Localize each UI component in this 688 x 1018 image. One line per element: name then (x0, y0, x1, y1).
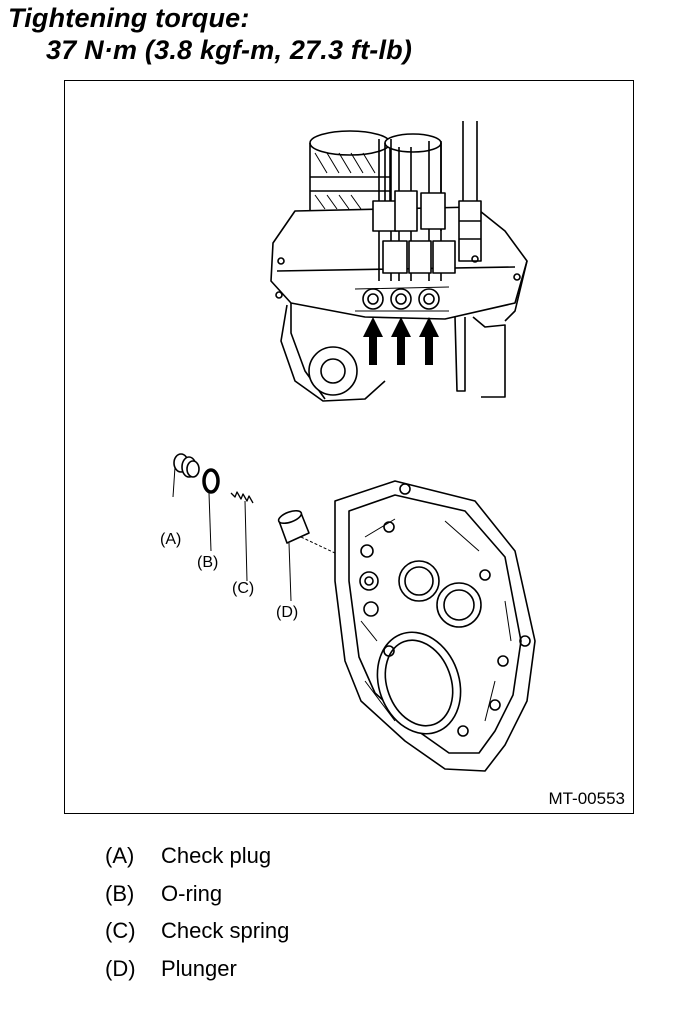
callout-a: (A) (160, 531, 182, 548)
legend-text: Check plug (161, 843, 272, 868)
callout-b: (B) (197, 554, 219, 571)
transmission-illustration (172, 121, 536, 772)
legend-text: Check spring (161, 918, 290, 943)
torque-heading-label: Tightening torque: (8, 3, 250, 33)
illustration-frame: (A) (B) (C) (D) MT-00553 (64, 80, 634, 814)
case-cover-plate (334, 480, 536, 772)
legend-key: (B) (105, 880, 135, 906)
callout-c: (C) (232, 580, 255, 597)
torque-value: 37 N·m (3.8 kgf-m, 27.3 ft-lb) (46, 35, 413, 65)
callout-d: (D) (276, 604, 299, 621)
arrow-up-icon (363, 317, 383, 365)
figure-id: MT-00553 (548, 789, 625, 808)
torque-heading: Tightening torque: 37 N·m (3.8 kgf-m, 27… (8, 2, 412, 66)
check-plug-icon (172, 453, 200, 498)
legend-text: Plunger (161, 955, 237, 981)
legend-text: O-ring (161, 880, 223, 906)
arrow-up-icon (419, 317, 439, 365)
o-ring-icon (202, 468, 220, 552)
gear-housing-assembly (270, 121, 528, 402)
legend-key: (D) (105, 955, 136, 981)
arrow-up-icon (391, 317, 411, 365)
legend-key: (C) (105, 918, 136, 943)
plunger-icon (277, 509, 336, 602)
legend-key: (A) (105, 843, 135, 868)
check-spring-icon (230, 491, 254, 582)
arrow-icons (363, 317, 439, 365)
